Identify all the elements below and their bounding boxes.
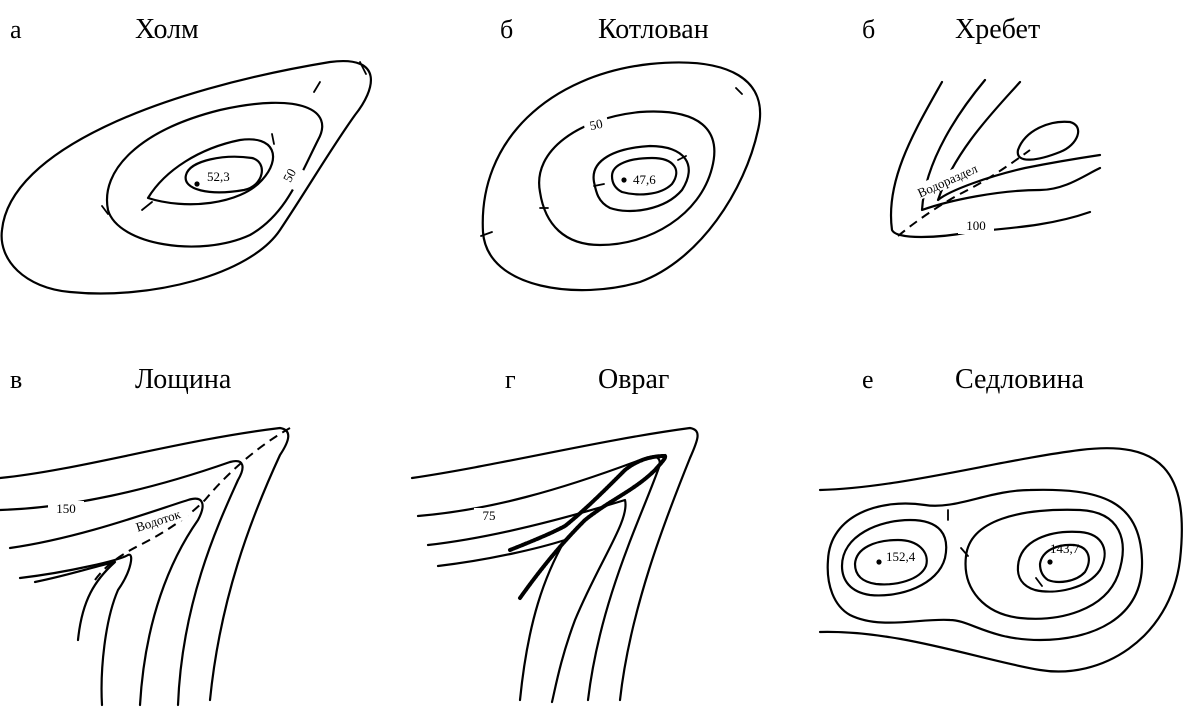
peak2-point <box>1047 559 1053 565</box>
watershed-line <box>897 149 1031 237</box>
contour-label: 75 <box>483 508 496 523</box>
contour-3 <box>840 518 948 597</box>
contour-4 <box>610 156 678 196</box>
panel-letter: б <box>862 15 875 44</box>
contour-2 <box>105 101 324 248</box>
panel-ridge: б Хребет 100 Водораздел <box>862 14 1102 239</box>
panel-ravine: г Овраг 75 <box>410 364 699 704</box>
contour-7 <box>1038 543 1090 583</box>
ravine-edge-right <box>518 454 668 600</box>
contour-2 <box>0 460 244 707</box>
ravine-edge-left <box>508 454 667 552</box>
panel-pit: б Котлован 47,6 50 <box>480 14 762 292</box>
contour-outer <box>481 61 762 292</box>
peak1-point <box>876 559 882 565</box>
contour-label: 150 <box>56 501 76 516</box>
panel-letter: г <box>505 365 516 394</box>
peak-elevation-label: 52,3 <box>207 169 230 184</box>
panel-hollow: в Лощина 150 Водоток <box>0 364 291 707</box>
panel-title: Седловина <box>955 364 1084 395</box>
contour-6 <box>1016 530 1106 593</box>
contour-4 <box>1016 120 1080 161</box>
contour-3 <box>146 138 275 206</box>
contour-5 <box>853 538 928 586</box>
contour-3 <box>426 498 627 704</box>
contour-outer <box>889 80 1092 239</box>
contour-4 <box>184 155 263 194</box>
panel-letter: а <box>10 15 22 44</box>
contour-4 <box>18 553 133 707</box>
panel-title: Лощина <box>135 364 232 395</box>
panel-letter: в <box>10 365 22 394</box>
contour-outer <box>410 426 699 702</box>
bottom-point <box>621 177 627 183</box>
contour-outer <box>818 447 1183 673</box>
panel-saddle: е Седловина 152,4 143,7 <box>818 364 1183 673</box>
contour-label: 100 <box>966 218 986 233</box>
contour-3 <box>936 80 1102 202</box>
contour-outer <box>0 426 290 702</box>
contour-label: 50 <box>280 166 299 185</box>
peak-point <box>194 181 200 187</box>
contour-label: 50 <box>588 116 604 133</box>
contour-2 <box>826 488 1144 642</box>
panel-letter: б <box>500 15 513 44</box>
contour-2 <box>538 110 716 247</box>
contour-4 <box>964 508 1124 620</box>
peak1-elevation-label: 152,4 <box>886 549 916 564</box>
contour-3 <box>8 497 204 707</box>
panel-title: Хребет <box>955 14 1040 45</box>
contour-2 <box>920 78 1102 212</box>
panel-title: Овраг <box>598 364 669 395</box>
panel-letter: е <box>862 365 874 394</box>
peak2-elevation-label: 143,7 <box>1050 541 1080 556</box>
contour-outer <box>0 59 372 295</box>
panel-hill: а Холм 52,3 50 <box>0 14 372 295</box>
panel-title: Холм <box>135 14 199 45</box>
panel-title: Котлован <box>598 14 709 45</box>
bottom-elevation-label: 47,6 <box>633 172 656 187</box>
contour-3 <box>592 144 690 213</box>
contour-5 <box>33 560 117 642</box>
